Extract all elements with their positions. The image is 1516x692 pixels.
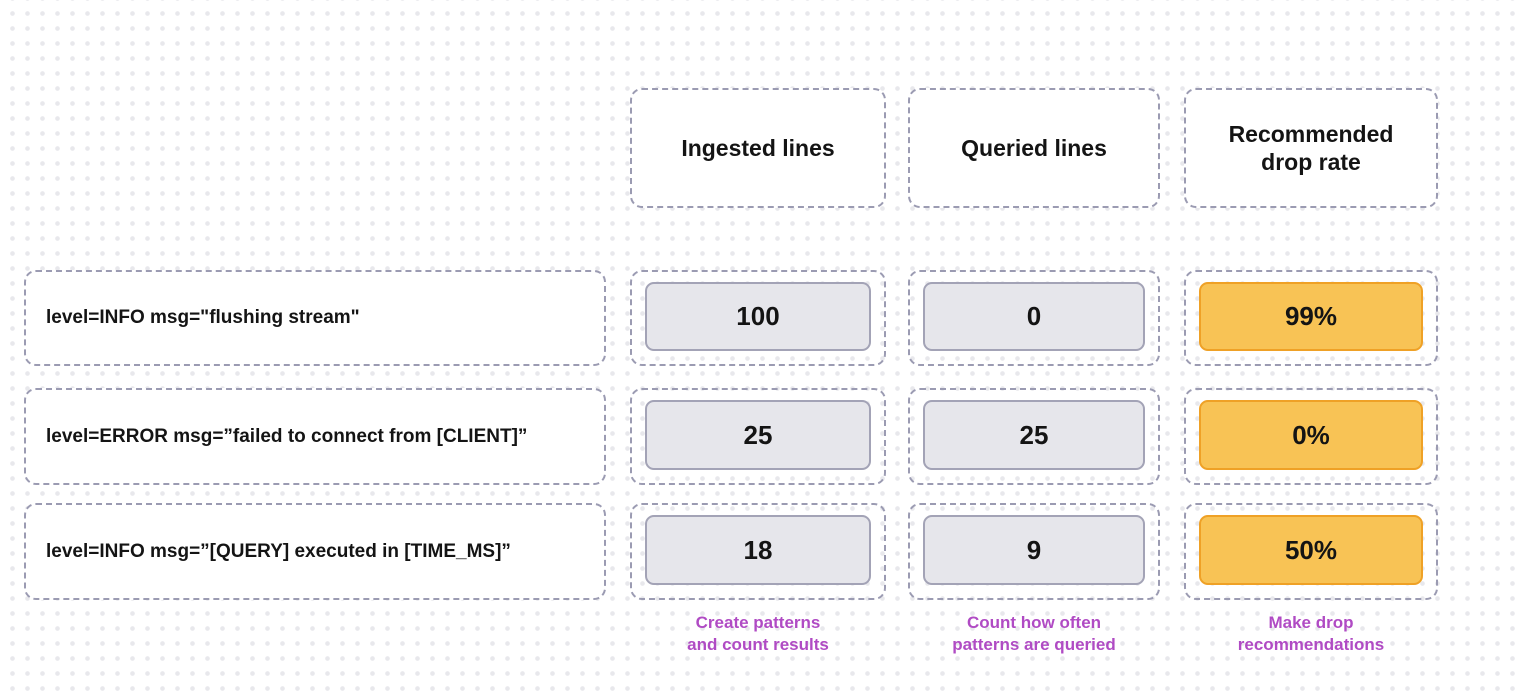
cell-row3-queried: 9: [908, 503, 1160, 600]
value-row1-ingested: 100: [645, 282, 871, 351]
cell-row1-queried: 0: [908, 270, 1160, 366]
value-row3-drop-rate: 50%: [1199, 515, 1423, 585]
cell-row3-drop-rate: 50%: [1184, 503, 1438, 600]
cell-row1-drop-rate: 99%: [1184, 270, 1438, 366]
column-header-recommended-drop-rate: Recommended drop rate: [1184, 88, 1438, 208]
cell-row3-ingested: 18: [630, 503, 886, 600]
column-header-queried-lines: Queried lines: [908, 88, 1160, 208]
caption-make-recommendations: Make drop recommendations: [1237, 613, 1385, 655]
value-row3-ingested: 18: [645, 515, 871, 585]
value-row3-queried: 9: [923, 515, 1145, 585]
cell-row2-ingested: 25: [630, 388, 886, 485]
value-row2-drop-rate: 0%: [1199, 400, 1423, 470]
caption-count-queried: Count how often patterns are queried: [952, 613, 1116, 655]
cell-row2-queried: 25: [908, 388, 1160, 485]
pattern-label-flushing-stream: level=INFO msg="flushing stream": [24, 270, 606, 366]
value-row1-queried: 0: [923, 282, 1145, 351]
pattern-label-failed-to-connect: level=ERROR msg=”failed to connect from …: [24, 388, 606, 485]
caption-create-patterns: Create patterns and count results: [687, 613, 829, 655]
value-row2-queried: 25: [923, 400, 1145, 470]
column-header-ingested-lines: Ingested lines: [630, 88, 886, 208]
pattern-label-query-executed: level=INFO msg=”[QUERY] executed in [TIM…: [24, 503, 606, 600]
value-row2-ingested: 25: [645, 400, 871, 470]
cell-row2-drop-rate: 0%: [1184, 388, 1438, 485]
value-row1-drop-rate: 99%: [1199, 282, 1423, 351]
cell-row1-ingested: 100: [630, 270, 886, 366]
